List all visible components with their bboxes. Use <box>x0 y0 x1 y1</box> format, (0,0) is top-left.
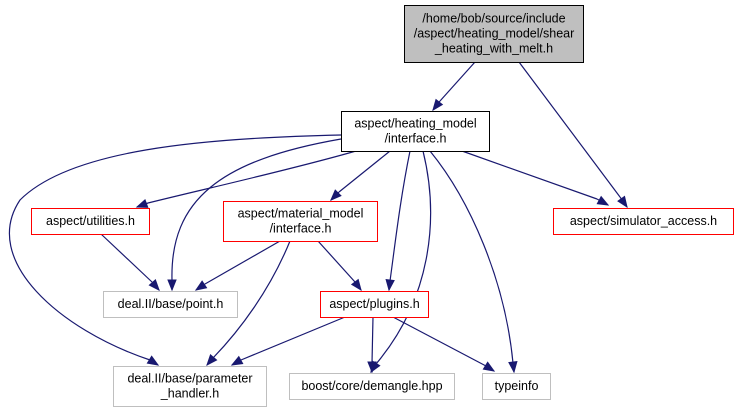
node-label-line: aspect/simulator_access.h <box>570 214 717 228</box>
node-point: deal.II/base/point.h <box>103 291 238 318</box>
arrowhead-icon <box>482 361 496 372</box>
arrowhead-icon <box>385 279 395 292</box>
nodes-layer: /home/bob/source/include/aspect/heating_… <box>31 5 734 407</box>
arrowhead-icon <box>617 195 628 209</box>
edge-line <box>147 150 357 204</box>
arrowhead-icon <box>194 280 208 291</box>
node-label-line: /aspect/heating_model/shear <box>414 27 575 41</box>
node-box <box>103 291 238 318</box>
node-hm-interface[interactable]: aspect/heating_model/interface.h <box>341 111 490 152</box>
edge-hm_interface-to-plugins <box>385 150 411 292</box>
edge-root-to-hm_interface <box>432 61 476 112</box>
arrowhead-icon <box>148 278 160 292</box>
node-box <box>482 373 551 400</box>
node-box <box>404 5 584 63</box>
edge-line <box>518 61 621 198</box>
edge-plugins-to-typeinfo <box>392 316 496 372</box>
arrowhead-icon <box>330 189 342 201</box>
edge-line <box>240 316 346 361</box>
edge-mm_interface-to-param_handler <box>206 240 291 367</box>
edge-mm_interface-to-point <box>194 240 281 291</box>
node-label-line: _heating_with_melt.h <box>434 42 553 56</box>
node-typeinfo: typeinfo <box>482 373 551 400</box>
arrowhead-icon <box>146 355 160 366</box>
edge-plugins-to-param_handler <box>230 316 346 366</box>
edge-hm_interface-to-mm_interface <box>330 150 391 201</box>
node-mm-interface[interactable]: aspect/material_model/interface.h <box>223 201 378 242</box>
edge-line <box>375 150 432 365</box>
edge-line <box>461 150 598 200</box>
node-simulator-access[interactable]: aspect/simulator_access.h <box>553 208 734 235</box>
arrowhead-icon <box>367 361 377 374</box>
edge-line <box>439 61 476 102</box>
node-root[interactable]: /home/bob/source/include/aspect/heating_… <box>404 5 584 63</box>
node-box <box>113 366 267 407</box>
node-label-line: aspect/plugins.h <box>329 297 419 311</box>
edge-hm_interface-to-utilities <box>135 150 357 208</box>
arrowhead-icon <box>230 355 244 366</box>
edges-layer <box>8 61 628 374</box>
edge-plugins-to-demangle <box>367 316 377 374</box>
node-box <box>31 208 150 235</box>
node-label-line: deal.II/base/point.h <box>118 297 224 311</box>
node-box <box>223 201 378 242</box>
arrowhead-icon <box>508 361 518 374</box>
node-param-handler: deal.II/base/parameter_handler.h <box>113 366 267 407</box>
edge-line <box>317 240 356 283</box>
arrowhead-icon <box>206 353 218 367</box>
node-label-line: aspect/heating_model <box>354 117 476 131</box>
edge-line <box>100 233 153 283</box>
edge-line <box>371 316 374 364</box>
node-demangle: boost/core/demangle.hpp <box>289 373 455 400</box>
edge-line <box>389 150 411 282</box>
node-label-line: boost/core/demangle.hpp <box>301 379 442 393</box>
edge-hm_interface-to-typeinfo <box>429 150 518 374</box>
arrowhead-icon <box>432 98 444 112</box>
edge-line <box>171 138 342 281</box>
edge-line <box>338 150 391 193</box>
edge-hm_interface-to-demangle <box>370 150 432 374</box>
arrowhead-icon <box>167 279 177 292</box>
edge-line <box>429 150 514 364</box>
edge-hm_interface-to-point <box>167 138 342 292</box>
node-label-line: deal.II/base/parameter <box>127 372 252 386</box>
node-box <box>320 291 429 318</box>
edge-line <box>204 240 281 285</box>
node-label-line: /interface.h <box>385 132 447 146</box>
node-label-line: typeinfo <box>495 379 539 393</box>
node-label-line: /home/bob/source/include <box>422 12 565 26</box>
edge-line <box>212 240 291 359</box>
arrowhead-icon <box>350 278 362 292</box>
edge-mm_interface-to-plugins <box>317 240 362 292</box>
node-label-line: /interface.h <box>270 222 332 236</box>
node-box <box>341 111 490 152</box>
edge-hm_interface-to-param_handler <box>8 134 342 366</box>
edge-root-to-simulator_access <box>518 61 628 209</box>
node-utilities[interactable]: aspect/utilities.h <box>31 208 150 235</box>
arrowhead-icon <box>596 195 610 206</box>
edge-hm_interface-to-simulator_access <box>461 150 610 206</box>
node-box <box>553 208 734 235</box>
edge-line <box>392 316 487 367</box>
arrowhead-icon <box>135 198 149 208</box>
node-label-line: _handler.h <box>160 387 219 401</box>
node-box <box>289 373 455 400</box>
node-label-line: aspect/utilities.h <box>46 214 135 228</box>
edge-line <box>8 134 342 361</box>
node-plugins[interactable]: aspect/plugins.h <box>320 291 429 318</box>
node-label-line: aspect/material_model <box>238 207 364 221</box>
edge-utilities-to-point <box>100 233 160 292</box>
